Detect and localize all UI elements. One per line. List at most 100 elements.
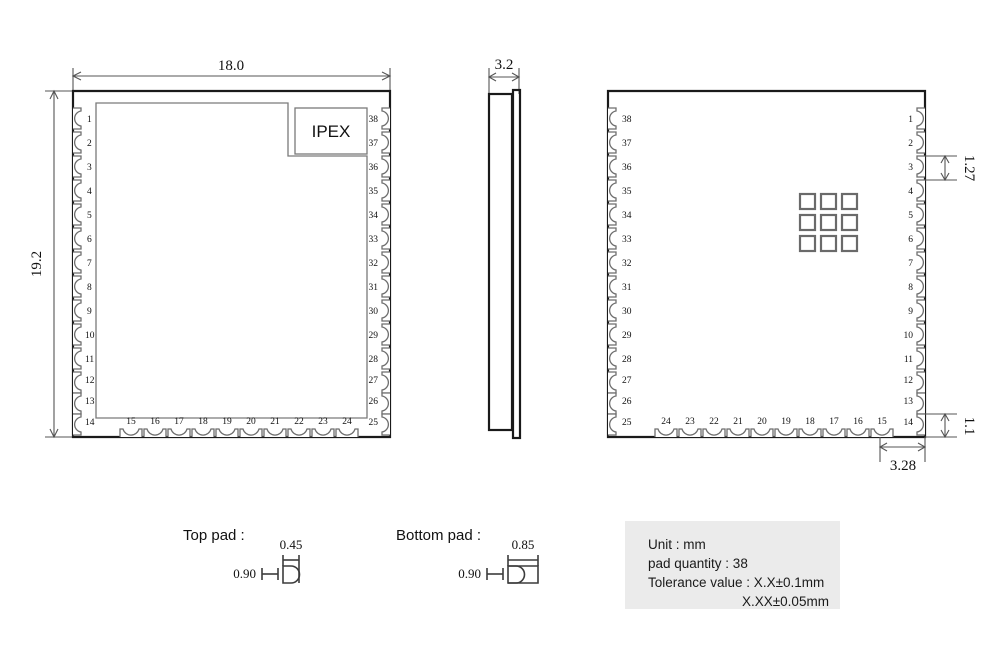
pin-number: 7 [908,259,913,269]
pin-number: 20 [246,417,256,427]
bottom-pad-outline [508,565,539,584]
pin-number: 21 [733,417,743,427]
pin-number: 19 [781,417,791,427]
top-view-board-outline [71,89,392,439]
pin-number: 30 [369,307,379,317]
ipex-connector-box [294,107,368,155]
pin-number: 1 [908,115,913,125]
notes-tolerance-primary: Tolerance value : X.X±0.1mm [648,575,824,590]
pin-number: 6 [908,235,913,245]
pin-number: 4 [87,187,92,197]
bottom-view-bottom-pads [654,428,894,437]
pin-number: 9 [87,307,92,317]
pin-number: 34 [622,211,632,221]
pin-number: 38 [622,115,632,125]
ground-pad [819,192,838,211]
pin-number: 23 [685,417,695,427]
top-pad-detail-title: Top pad : [183,527,245,544]
pin-number: 21 [270,417,280,427]
pin-number: 12 [85,376,95,386]
pin-number: 28 [622,355,632,365]
pin-number: 16 [150,417,160,427]
top-pad-shape [282,565,301,584]
pin-number: 24 [342,417,352,427]
bottom-view: 38 37 36 35 34 33 32 31 30 29 28 27 26 2… [606,89,977,474]
top-pad-length-dimension [261,568,279,580]
bottom-pad-width-value: 0.85 [512,537,535,552]
top-view-right-pads [381,107,390,436]
pin-number: 7 [87,259,92,269]
pin-number: 33 [369,235,379,245]
pin-number: 27 [369,376,379,386]
notes-box: Unit : mm pad quantity : 38 Tolerance va… [625,521,840,609]
pin-number: 16 [853,417,863,427]
pin-number: 26 [622,397,632,407]
pin-number: 2 [908,139,913,149]
top-view: 18.0 19.2 IPEX [29,58,392,439]
bottom-view-bottom-pin-numbers: 24 23 22 21 20 19 18 17 16 15 [661,417,887,427]
top-pad-detail: Top pad : 0.45 0.90 [183,527,302,584]
pin-number: 19 [222,417,232,427]
pin-number: 22 [294,417,304,427]
pin-number: 10 [85,331,95,341]
pin-number: 2 [87,139,92,149]
side-view-thickness-value: 3.2 [495,57,514,73]
bottom-view-pitch-value: 1.27 [961,155,977,182]
pin-number: 36 [622,163,632,173]
bottom-view-right-pads [916,107,925,436]
ground-pad-grid [798,192,859,253]
pin-number: 18 [805,417,815,427]
pin-number: 11 [85,355,94,365]
pin-number: 5 [908,211,913,221]
pin-number: 25 [622,418,632,428]
bottom-pad-length-value: 0.90 [458,566,481,581]
ground-pad [798,192,817,211]
bottom-pad-length-dimension [486,568,504,580]
top-view-bottom-pads [119,428,359,437]
ground-pad [819,213,838,232]
ground-pad [819,234,838,253]
pin-number: 6 [87,235,92,245]
pin-number: 11 [904,355,913,365]
top-view-width-value: 18.0 [218,58,244,74]
top-view-width-dimension: 18.0 [71,58,392,95]
pin-number: 8 [87,283,92,293]
bottom-pad-detail: Bottom pad : 0.85 0.90 [396,527,539,584]
pin-number: 32 [369,259,379,269]
pin-number: 28 [369,355,379,365]
pin-number: 24 [661,417,671,427]
pin-number: 20 [757,417,767,427]
pin-number: 35 [622,187,632,197]
top-view-height-value: 19.2 [29,251,45,277]
bottom-view-left-pads [608,107,617,436]
pin-number: 10 [904,331,914,341]
bottom-view-edge-dimension: 1.1 [925,412,977,439]
pin-number: 27 [622,376,632,386]
pin-number: 17 [174,417,184,427]
pin-number: 38 [369,115,379,125]
notes-pad-quantity: pad quantity : 38 [648,556,748,571]
bottom-view-edge-value: 1.1 [961,417,977,436]
top-view-left-pads [73,107,82,436]
pin-number: 26 [369,397,379,407]
side-view-edge-strip [511,88,522,440]
top-view-height-dimension: 19.2 [29,89,76,439]
ground-pad [840,192,859,211]
pin-number: 37 [622,139,632,149]
bottom-view-offset-dimension: 3.28 [878,437,927,474]
side-view-thickness-dimension: 3.2 [487,57,521,94]
pin-number: 31 [369,283,379,293]
bottom-view-pitch-dimension: 1.27 [925,155,977,182]
bottom-view-left-pin-numbers: 38 37 36 35 34 33 32 31 30 29 28 27 26 2… [622,115,632,428]
pin-number: 35 [369,187,379,197]
pin-number: 14 [85,418,95,428]
ground-pad [840,234,859,253]
side-view-pcb-body [487,92,514,432]
pin-number: 17 [829,417,839,427]
pin-number: 14 [904,418,914,428]
top-view-keepout-outline [95,102,368,419]
pin-number: 25 [369,418,379,428]
pin-number: 18 [198,417,208,427]
bottom-view-offset-value: 3.28 [890,458,916,474]
pin-number: 15 [877,417,887,427]
